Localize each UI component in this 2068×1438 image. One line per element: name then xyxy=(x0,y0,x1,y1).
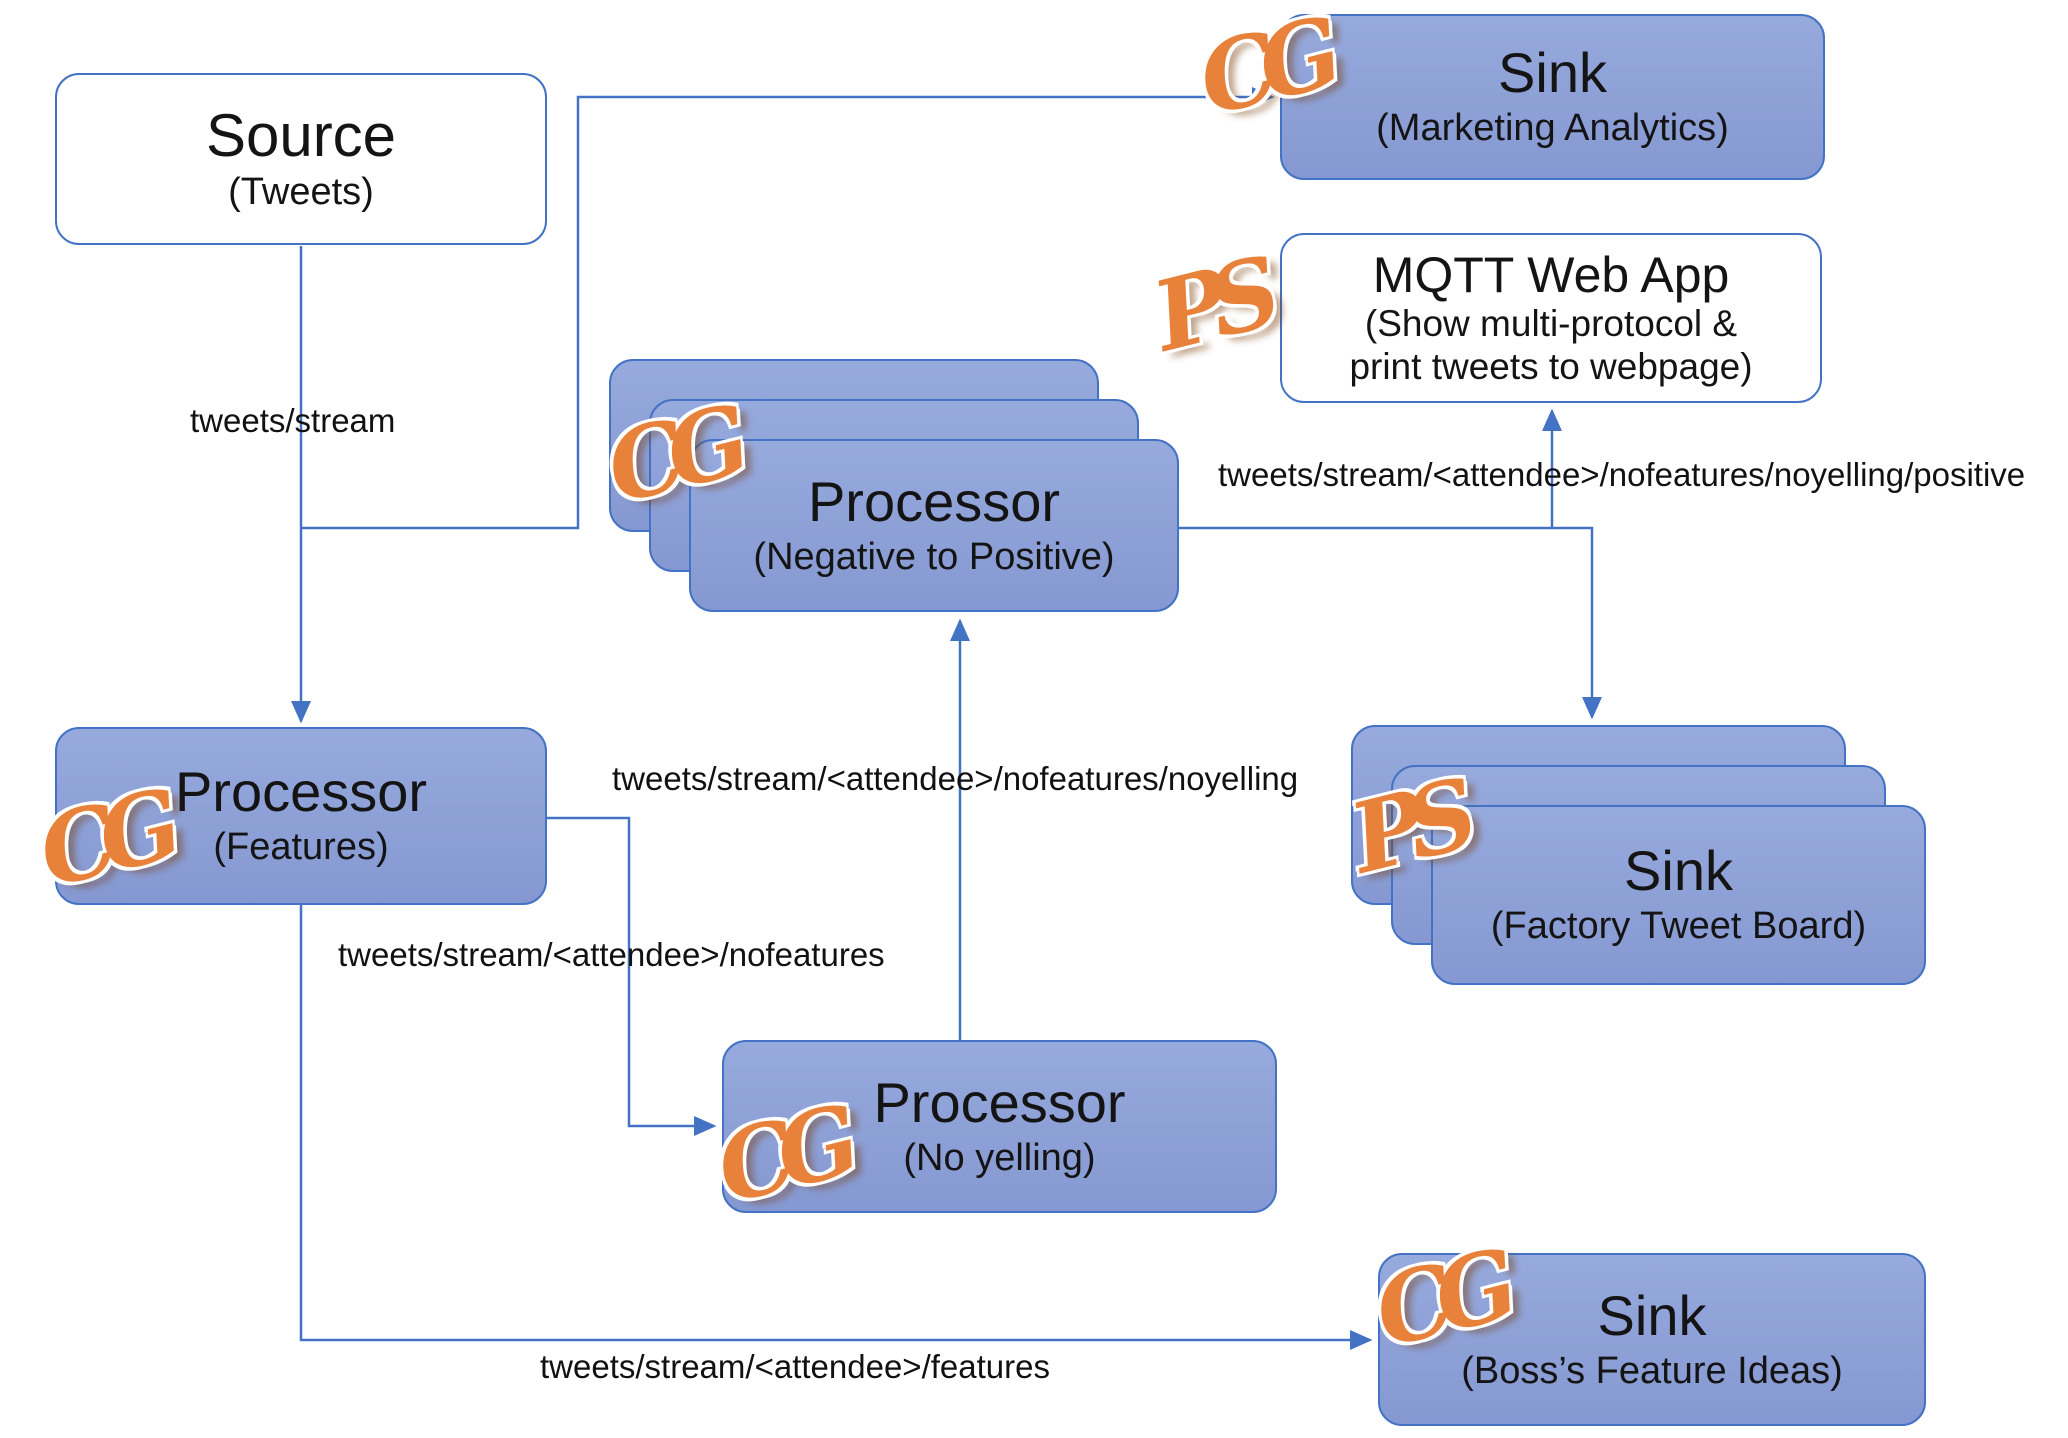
node-subtitle: (Boss’s Feature Ideas) xyxy=(1461,1349,1843,1392)
node-title: Source xyxy=(205,102,397,170)
edge-features-to-no-yelling xyxy=(547,816,717,1136)
node-mqtt-web-app: MQTT Web App (Show multi-protocol & prin… xyxy=(1280,233,1822,403)
node-title: Processor xyxy=(873,1070,1126,1134)
edge-label-features: tweets/stream/<attendee>/features xyxy=(540,1348,1050,1385)
node-subtitle: (No yelling) xyxy=(903,1136,1096,1179)
edge-label-nofeatures-noyelling: tweets/stream/<attendee>/nofeatures/noye… xyxy=(612,760,1299,797)
node-subtitle: print tweets to webpage) xyxy=(1349,346,1753,387)
node-title: Processor xyxy=(174,760,428,824)
edge-features-to-boss-sink xyxy=(299,905,1373,1350)
node-sink-marketing: Sink (Marketing Analytics) xyxy=(1280,14,1825,180)
node-title: MQTT Web App xyxy=(1372,247,1730,304)
edge-label-nofeatures: tweets/stream/<attendee>/nofeatures xyxy=(338,936,885,973)
edge-label-tweets-stream: tweets/stream xyxy=(190,402,396,439)
node-subtitle: (Marketing Analytics) xyxy=(1376,107,1729,150)
node-processor-no-yelling: Processor (No yelling) xyxy=(722,1040,1277,1213)
node-subtitle: (Show multi-protocol & xyxy=(1364,303,1738,345)
node-subtitle: (Factory Tweet Board) xyxy=(1490,905,1867,948)
node-title: Sink xyxy=(1597,1283,1707,1347)
node-subtitle: (Tweets) xyxy=(228,171,374,214)
node-processor-features: Processor (Features) xyxy=(55,727,547,905)
node-subtitle: (Negative to Positive) xyxy=(753,535,1115,578)
node-sink-boss: Sink (Boss’s Feature Ideas) xyxy=(1378,1253,1926,1426)
node-processor-negative: Processor (Negative to Positive) xyxy=(689,439,1179,612)
edge-negative-to-factory-sink xyxy=(1179,526,1602,720)
node-title: Sink xyxy=(1624,839,1733,903)
node-title: Sink xyxy=(1498,41,1607,105)
node-sink-factory: Sink (Factory Tweet Board) xyxy=(1431,805,1926,985)
edge-source-to-marketing-sink xyxy=(301,87,1275,530)
node-subtitle: (Features) xyxy=(213,826,389,869)
node-title: Processor xyxy=(807,469,1061,533)
node-source: Source (Tweets) xyxy=(55,73,547,245)
edge-label-noyelling-positive: tweets/stream/<attendee>/nofeatures/noye… xyxy=(1218,456,2026,493)
